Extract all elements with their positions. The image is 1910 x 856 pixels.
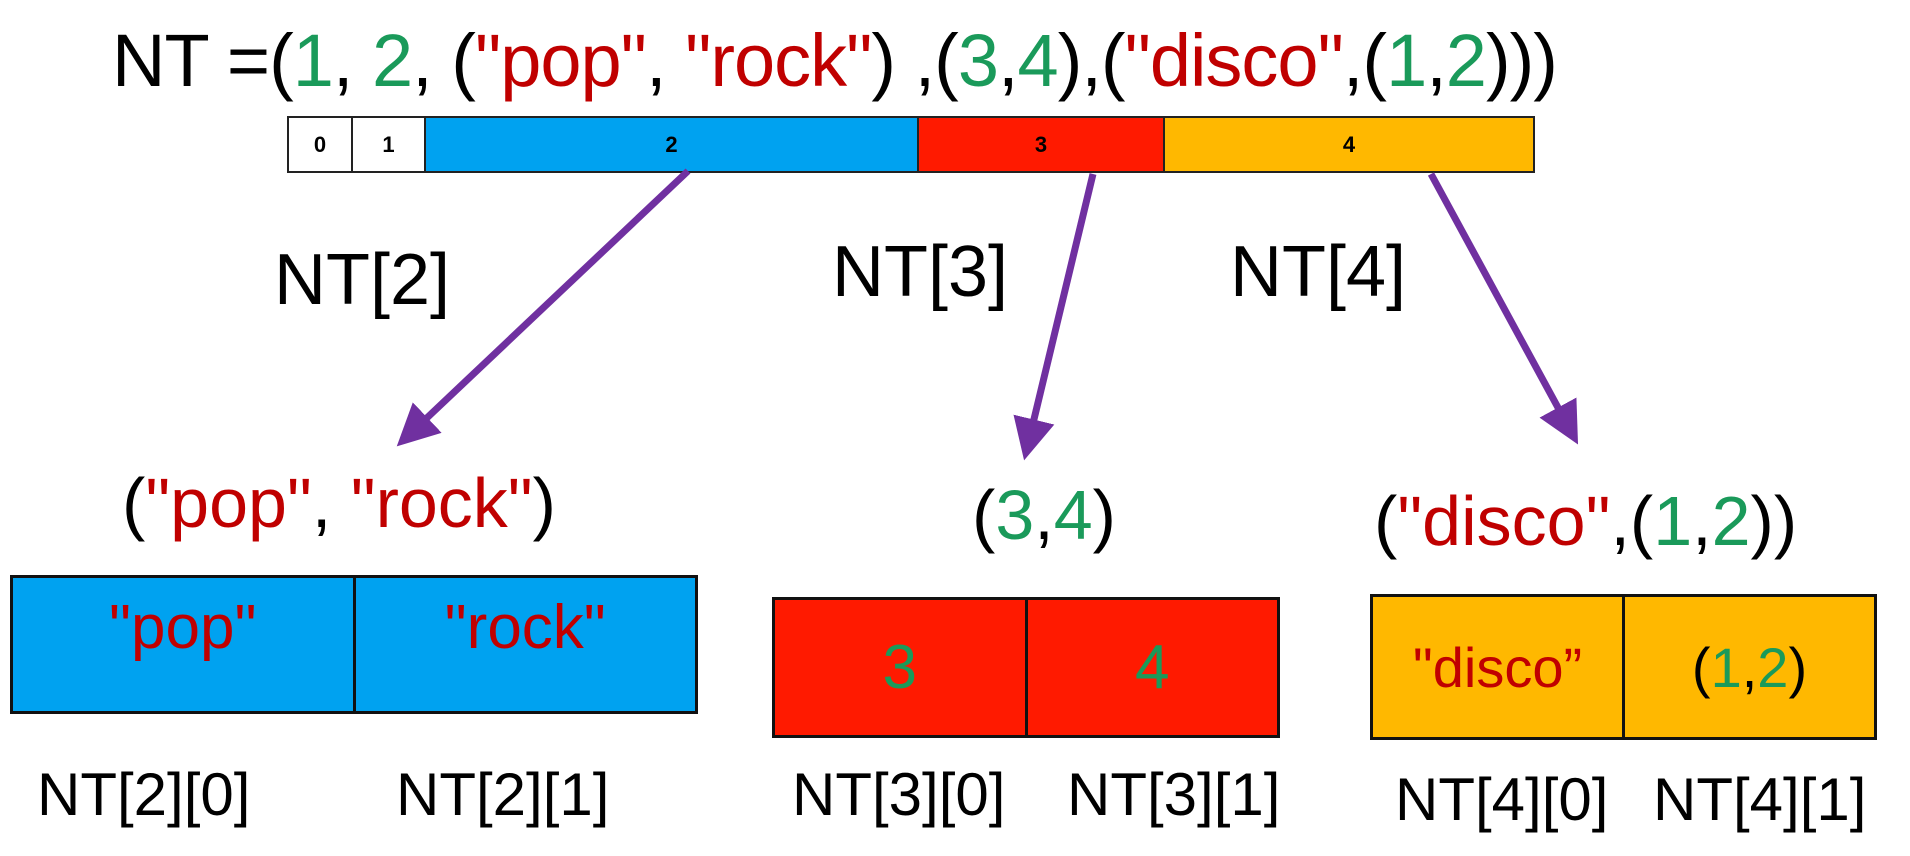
index-cell-4: 4 — [1163, 116, 1535, 173]
tuple-nt4: ("disco",(1,2)) — [1374, 486, 1797, 556]
label-nt2: NT[2] — [274, 240, 451, 320]
text-segment: ,( — [1610, 482, 1654, 560]
text-segment: 2 — [1757, 635, 1789, 699]
index-cell-label: 0 — [313, 131, 327, 157]
text-segment: ) — [532, 464, 556, 542]
text-segment: , — [645, 19, 686, 102]
text-segment: ( — [1691, 635, 1711, 699]
index-cell-label: 4 — [1342, 131, 1356, 157]
index-cell-2: 2 — [424, 116, 919, 173]
tuple-definition-title: NT =(1, 2, ("pop", "rock") ,(3,4),("disc… — [112, 24, 1558, 98]
label-nt3: NT[3] — [832, 232, 1009, 312]
text-segment: 3 — [882, 633, 917, 702]
arrow-nt4 — [1427, 172, 1579, 445]
text-segment: "rock" — [350, 464, 533, 542]
text-segment: "disco” — [1412, 635, 1583, 699]
text-segment: ( — [122, 464, 146, 542]
text-segment: ) ,( — [871, 19, 958, 102]
text-segment: "disco" — [1124, 19, 1344, 102]
text-segment: ( — [1374, 482, 1398, 560]
text-segment: , — [1692, 482, 1712, 560]
label-nt4: NT[4] — [1230, 232, 1407, 312]
text-segment: 1 — [292, 19, 334, 102]
label-nt2-1: NT[2][1] — [396, 761, 610, 828]
box-nt4: "disco” (1,2) — [1370, 594, 1877, 740]
cell-nt3-0: 3 — [775, 600, 1025, 735]
text-segment: ) — [1092, 476, 1116, 554]
cell-nt2-0: "pop" — [13, 578, 353, 711]
text-segment: 1 — [1653, 482, 1693, 560]
tuple-nt2: ("pop", "rock") — [122, 468, 556, 538]
label-nt3-1: NT[3][1] — [1067, 761, 1281, 828]
text-segment: , — [997, 19, 1019, 102]
text-segment: , — [1426, 19, 1447, 102]
index-cell-label: 3 — [1034, 131, 1048, 157]
text-segment: ) — [1788, 635, 1808, 699]
text-segment: 2 — [1711, 482, 1751, 560]
text-segment: , — [311, 464, 351, 542]
label-nt4-0: NT[4][0] — [1395, 766, 1609, 833]
label-nt4-1: NT[4][1] — [1653, 766, 1867, 833]
text-segment: ,( — [1342, 19, 1387, 102]
arrow-nt3 — [1013, 173, 1097, 461]
text-segment: "pop" — [474, 19, 647, 102]
text-segment: 4 — [1053, 476, 1093, 554]
text-segment: "rock" — [444, 593, 606, 662]
index-cell-label: 2 — [665, 131, 678, 157]
text-segment: 1 — [1386, 19, 1427, 102]
cell-nt3-1: 4 — [1024, 600, 1278, 735]
label-nt2-0: NT[2][0] — [37, 761, 251, 828]
index-cell-3: 3 — [917, 116, 1165, 173]
cell-nt4-0: "disco” — [1373, 597, 1622, 737]
text-segment: 1 — [1710, 635, 1742, 699]
text-segment: , — [332, 19, 373, 102]
text-segment: "disco" — [1397, 482, 1611, 560]
text-segment: 4 — [1017, 19, 1059, 102]
text-segment: , ( — [412, 19, 476, 102]
text-segment: ( — [972, 476, 996, 554]
index-cell-label: 1 — [382, 131, 395, 157]
cell-nt2-1: "rock" — [352, 578, 696, 711]
text-segment: )) — [1750, 482, 1798, 560]
text-segment: 4 — [1135, 633, 1170, 702]
text-segment: "pop" — [145, 464, 312, 542]
text-segment: 2 — [1445, 19, 1487, 102]
text-segment: ))) — [1485, 19, 1558, 102]
text-segment: "pop" — [109, 593, 257, 662]
arrow-nt2 — [396, 168, 691, 447]
index-cell-0: 0 — [287, 116, 353, 173]
text-segment: "rock" — [685, 19, 872, 102]
text-segment: , — [1741, 635, 1758, 699]
text-segment: , — [1034, 476, 1054, 554]
text-segment: ),( — [1057, 19, 1126, 102]
text-segment: 3 — [995, 476, 1035, 554]
text-segment: NT =( — [112, 19, 294, 102]
tuple-nt3: (3,4) — [972, 480, 1116, 550]
text-segment: 2 — [372, 19, 413, 102]
box-nt2: "pop" "rock" — [10, 575, 698, 714]
label-nt3-0: NT[3][0] — [792, 761, 1006, 828]
box-nt3: 3 4 — [772, 597, 1280, 738]
text-segment: 3 — [957, 19, 999, 102]
cell-nt4-1: (1,2) — [1622, 597, 1874, 737]
